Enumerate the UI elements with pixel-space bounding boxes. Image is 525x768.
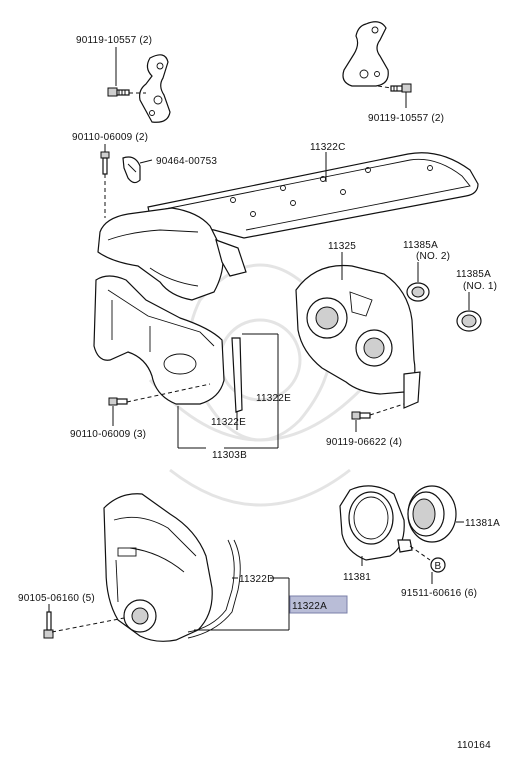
gasket-e-strip[interactable] [231,337,243,413]
label-seal-retainer: 11381 [343,572,371,583]
label-seal-no1: 11385A [456,269,491,280]
middle-timing-cover[interactable] [93,275,225,405]
bolt-rear-plate[interactable] [351,411,371,420]
leader-dash-top-right [377,85,392,89]
label-seal-no1-sub: (NO. 1) [463,281,497,292]
label-top-cover: 11322C [310,142,346,153]
label-bolt-top-right: 90119-10557 (2) [368,113,444,124]
gasket-a-highlight[interactable] [289,595,348,614]
bracket-top-left[interactable] [139,54,171,123]
leader-dash-lower-bolt [51,617,125,633]
label-gasket-e-upper: 11322E [256,393,291,404]
label-bolt-middle: 90110-06009 (3) [70,429,146,440]
label-plug: 91511-60616 (6) [401,588,477,599]
label-bolt-upper-cover: 90110-06009 (2) [72,132,148,143]
label-bolt-top-left: 90119-10557 (2) [76,35,152,46]
seal-no2[interactable] [406,282,430,302]
bolt-upper-cover[interactable] [100,151,110,175]
upper-timing-cover[interactable] [97,207,247,301]
label-clip: 90464-00753 [156,156,217,167]
plug-callout-circle [430,557,446,573]
seal-no1[interactable] [456,310,482,332]
leader-clip [139,159,153,164]
label-bolt-lower: 90105-06160 (5) [18,593,95,604]
oil-seal-11381a[interactable] [407,485,457,543]
clip-part[interactable] [122,156,141,184]
leader-dash-middle-bolt [126,383,211,403]
leader-dash-rear-plate-bolt [369,403,405,416]
bolt-lower[interactable] [43,611,54,639]
seal-retainer-11381[interactable] [339,485,413,561]
rear-plate-11325[interactable] [295,264,421,409]
leader-dash-plug [409,545,431,561]
label-plug-callout: B [435,561,442,572]
label-cover-no2: 11303B [212,450,247,461]
bolt-top-right[interactable] [390,83,412,93]
label-oil-seal: 11381A [465,518,500,529]
bracket-top-right[interactable] [342,21,389,87]
label-gasket-e-lower: 11322E [211,417,246,428]
label-seal-no2: 11385A [403,240,438,251]
label-gasket-a: 11322A [292,601,327,612]
label-bolt-rear-plate: 90119-06622 (4) [326,437,402,448]
bolt-top-left[interactable] [107,87,130,97]
bolt-middle[interactable] [108,397,128,406]
label-rear-plate: 11325 [328,241,356,252]
label-seal-no2-sub: (NO. 2) [416,251,450,262]
label-gasket-d: 11322D [239,574,275,585]
diagram-id: 110164 [457,740,491,751]
lower-timing-cover[interactable] [103,493,213,642]
gasket-d-strip[interactable] [187,539,241,639]
